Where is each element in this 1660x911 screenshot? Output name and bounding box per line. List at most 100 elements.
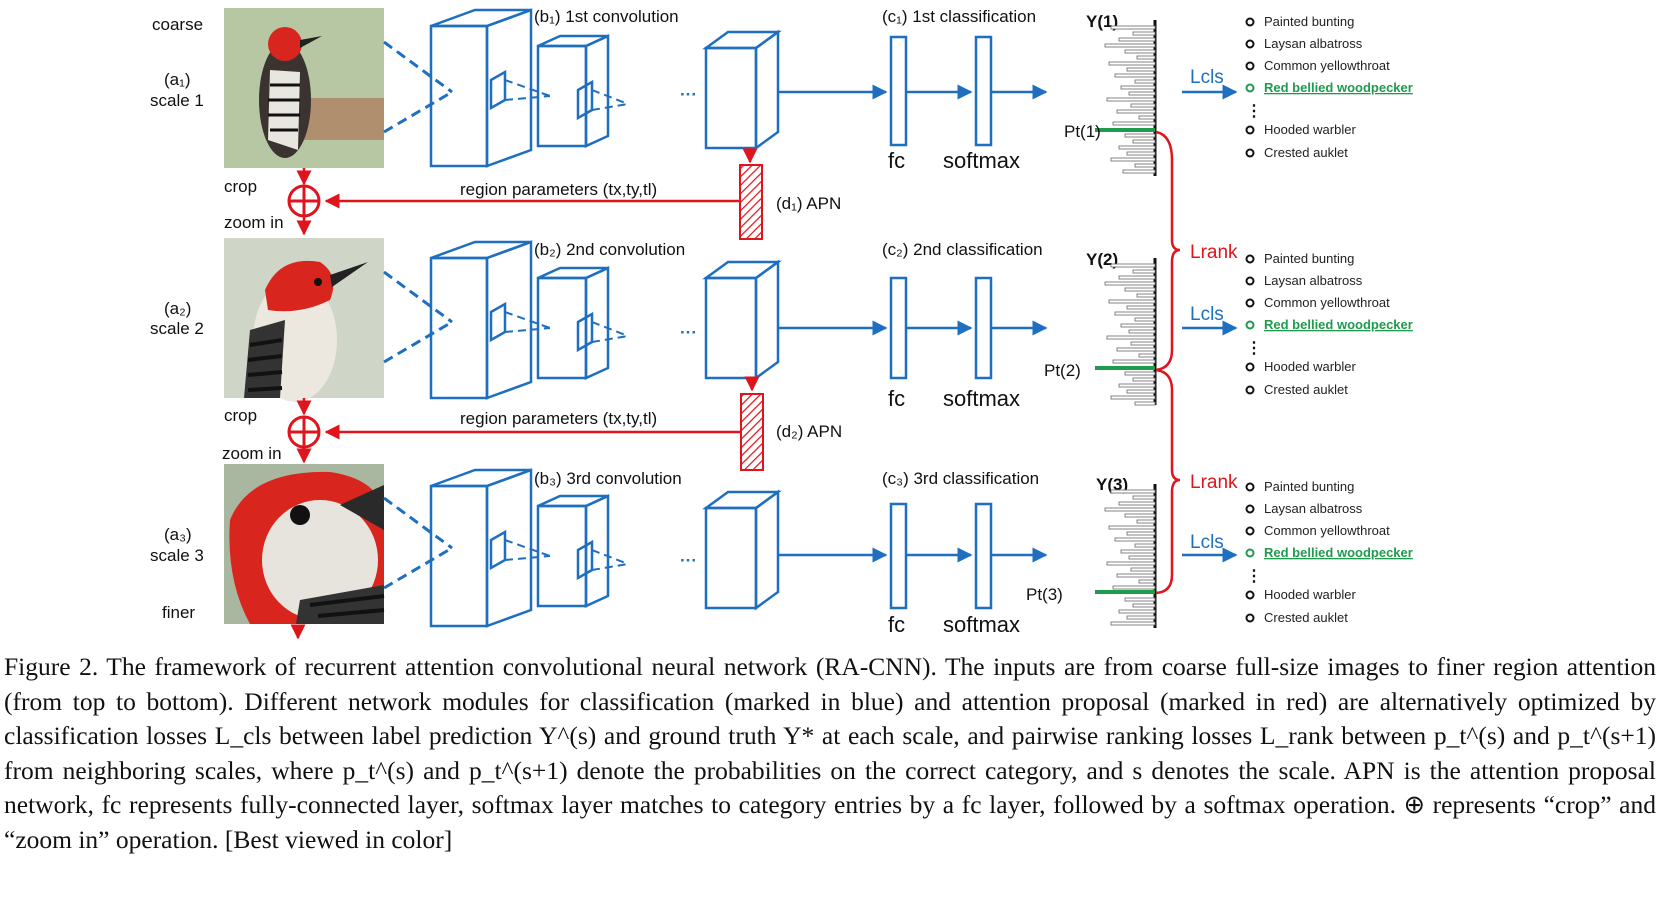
conv-block-2b [536, 266, 610, 380]
dots: ··· [680, 85, 697, 104]
histogram-bar [1134, 317, 1156, 322]
conv-title: (b₂) 2nd convolution [534, 240, 685, 259]
conv-block-2a [429, 240, 533, 400]
histogram-1 [1095, 20, 1157, 176]
class-dot [1245, 276, 1255, 286]
conv-title: (b₃) 3rd convolution [534, 469, 682, 488]
lcls-label: Lcls [1190, 532, 1224, 553]
fc-label: fc [888, 612, 905, 637]
histogram-bar [1124, 287, 1156, 292]
apn-label: (d₁) APN [776, 194, 841, 213]
histogram-bar [1136, 293, 1156, 298]
class-dot [1245, 83, 1255, 93]
region-params: region parameters (tx,ty,tl) [460, 180, 657, 199]
histogram-bar [1130, 567, 1156, 572]
correct-class-label: Red bellied woodpecker [1264, 80, 1413, 95]
histogram-bar [1124, 513, 1156, 518]
histogram-bar [1126, 305, 1156, 310]
fc-label: fc [888, 148, 905, 173]
histogram-bar [1120, 85, 1156, 90]
histogram-bar [1118, 275, 1156, 280]
histogram-bar [1128, 91, 1156, 96]
histogram-bar [1104, 507, 1156, 512]
lcls-label: Lcls [1190, 304, 1224, 325]
class-label: Painted bunting [1264, 479, 1354, 494]
y-label: Y(2) [1086, 250, 1118, 269]
histogram-bar [1116, 347, 1156, 352]
class-dot [1245, 61, 1255, 71]
softmax-layer [974, 276, 993, 380]
class-label: Painted bunting [1264, 251, 1354, 266]
histogram-bar [1110, 25, 1156, 30]
conv-block-1c [702, 29, 782, 151]
histogram-bar [1126, 151, 1156, 156]
histogram-bar [1132, 31, 1156, 36]
row-scale-1: (a₁) scale 1 ··· [150, 7, 1413, 176]
lrank-label-2: Lrank [1190, 472, 1238, 493]
correct-class-label: Red bellied woodpecker [1264, 545, 1413, 560]
apn-1: (d₁) APN region parameters (tx,ty,tl) cr… [224, 148, 841, 240]
histogram-bar [1126, 389, 1156, 394]
class-dot [1245, 526, 1255, 536]
cls-title: (c₂) 2nd classification [882, 240, 1043, 259]
softmax-label: softmax [943, 148, 1020, 173]
crop-label: crop [224, 177, 257, 196]
lcls-label: Lcls [1190, 67, 1224, 88]
class-dot [1245, 613, 1255, 623]
class-dot [1245, 39, 1255, 49]
p-label: Pt(2) [1044, 361, 1081, 380]
histogram-bar [1110, 621, 1156, 626]
histogram-bar [1124, 49, 1156, 54]
fc-layer [889, 276, 908, 380]
ellipsis: ⋮ [1246, 340, 1262, 357]
apn-block [740, 393, 764, 471]
histogram-bar [1108, 525, 1156, 530]
class-dot [1245, 504, 1255, 514]
finer-label: finer [162, 603, 195, 622]
dots: ··· [680, 323, 697, 342]
y-label: Y(3) [1096, 475, 1128, 494]
histogram-bar [1126, 531, 1156, 536]
histogram-bar [1132, 495, 1156, 500]
histogram-bar [1134, 163, 1156, 168]
histogram-2 [1095, 258, 1157, 406]
histogram-bar [1138, 115, 1156, 120]
correct-class-label: Red bellied woodpecker [1264, 317, 1413, 332]
histogram-bar [1114, 311, 1156, 316]
row-scale-3: (a₃) scale 3 ··· (b₃) 3r [150, 464, 1413, 637]
histogram-bar [1108, 299, 1156, 304]
histogram-bar [1136, 55, 1156, 60]
histogram-bar [1110, 263, 1156, 268]
class-dot [1245, 385, 1255, 395]
class-dot [1245, 298, 1255, 308]
histogram-bar [1138, 579, 1156, 584]
histogram-bar [1104, 43, 1156, 48]
conv-block-1b [536, 34, 610, 148]
histogram-bar [1114, 537, 1156, 542]
class-dot [1245, 590, 1255, 600]
histogram-bar [1130, 103, 1156, 108]
scale-id: (a₂) [164, 299, 191, 318]
histogram-bar [1124, 371, 1156, 376]
softmax-label: softmax [943, 386, 1020, 411]
class-dot [1245, 254, 1255, 264]
conv-block-3a [429, 468, 533, 628]
fc-layer [889, 35, 908, 147]
histogram-3 [1095, 484, 1157, 628]
apn-2: (d₂) APN region parameters (tx,ty,tl) cr… [222, 376, 842, 471]
bird-image-scale-2 [224, 238, 384, 402]
histogram-bar [1132, 377, 1156, 382]
histogram-bar [1114, 73, 1156, 78]
histogram-bar [1116, 573, 1156, 578]
class-label: Hooded warbler [1264, 359, 1356, 374]
conv-block-3b [536, 494, 610, 608]
crop-label: crop [224, 406, 257, 425]
histogram-bar [1118, 501, 1156, 506]
p-label: Pt(1) [1064, 122, 1101, 141]
class-dot [1245, 482, 1255, 492]
histogram-bar [1128, 555, 1156, 560]
histogram-bar [1110, 489, 1156, 494]
scale-id: (a₁) [164, 70, 191, 89]
conv-title: (b₁) 1st convolution [534, 7, 679, 26]
histogram-bar [1132, 269, 1156, 274]
